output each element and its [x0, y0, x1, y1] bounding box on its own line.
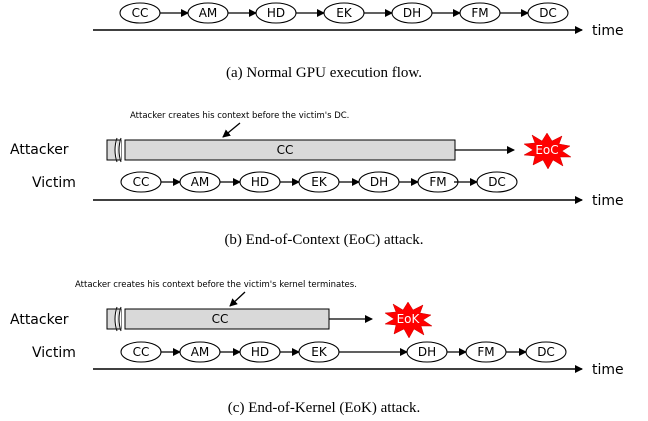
stage-label: DC — [537, 345, 555, 359]
annotation-c: Attacker creates his context before the … — [75, 280, 357, 290]
stage-label: DC — [539, 6, 557, 20]
stage-label: EK — [336, 6, 353, 20]
stage-label: AM — [191, 175, 210, 189]
timeline-break — [106, 137, 122, 163]
burst-label: EoK — [397, 312, 421, 326]
attacker-label: Attacker — [10, 312, 69, 328]
victim-label: Victim — [32, 175, 76, 191]
stage-pill — [525, 341, 567, 363]
flow-b: CC AM HD EK DH FM DC — [120, 171, 518, 193]
time-label: time — [592, 362, 624, 378]
burst-label: EoC — [535, 143, 558, 157]
flow-c: CC AM HD EK DH FM DC — [120, 341, 567, 363]
time-label: time — [592, 193, 624, 209]
flow-a: CC AM HD EK DH FM DC — [119, 2, 569, 24]
time-label: time — [592, 23, 624, 39]
caption-a: (a) Normal GPU execution flow. — [226, 65, 422, 81]
stage-label: AM — [191, 345, 210, 359]
panel-a: CC AM HD EK DH FM DC time (a) Normal GPU… — [93, 2, 624, 81]
stage-label: DH — [418, 345, 436, 359]
panel-c: Attacker creates his context before the … — [10, 280, 624, 416]
timeline-break — [106, 306, 122, 332]
eoc-burst — [523, 132, 572, 170]
stage-label: DH — [403, 6, 421, 20]
attacker-bar-label: CC — [277, 143, 294, 157]
stage-label: AM — [199, 6, 218, 20]
stage-label: CC — [133, 175, 150, 189]
stage-pill — [527, 2, 569, 24]
attacker-label: Attacker — [10, 142, 69, 158]
stage-label: CC — [132, 6, 149, 20]
stage-label: EK — [311, 175, 328, 189]
caption-b: (b) End-of-Context (EoC) attack. — [224, 232, 423, 248]
stage-label: HD — [251, 345, 269, 359]
stage-label: HD — [251, 175, 269, 189]
stage-label: FM — [471, 6, 488, 20]
stage-label: CC — [133, 345, 150, 359]
panel-b: Attacker creates his context before the … — [10, 111, 624, 248]
stage-label: FM — [429, 175, 446, 189]
caption-c: (c) End-of-Kernel (EoK) attack. — [228, 400, 420, 416]
stage-label: DH — [370, 175, 388, 189]
attacker-bar-label: CC — [212, 312, 229, 326]
annotation-b: Attacker creates his context before the … — [130, 111, 349, 121]
annotation-arrow — [229, 291, 246, 307]
eok-burst — [384, 301, 433, 339]
victim-label: Victim — [32, 345, 76, 361]
stage-label: HD — [267, 6, 285, 20]
stage-label: DC — [488, 175, 506, 189]
annotation-arrow — [222, 122, 241, 138]
stage-pill — [476, 171, 518, 193]
stage-label: EK — [311, 345, 328, 359]
stage-label: FM — [477, 345, 494, 359]
